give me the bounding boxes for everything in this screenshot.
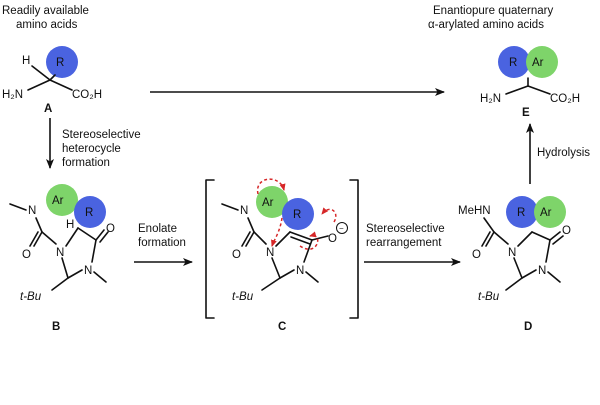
negative-charge (336, 222, 348, 234)
r-group-circle-e (498, 46, 530, 78)
co2h-label-a: CO₂H (72, 89, 102, 101)
caption-step2-line1: Enolate (138, 223, 177, 235)
ar-label-e: Ar (532, 57, 544, 69)
n2-c: N (296, 265, 304, 277)
negative-charge-sign: − (339, 224, 344, 233)
compound-label-b: B (52, 321, 60, 333)
n2-d: N (538, 265, 546, 277)
ar-label-d: Ar (540, 207, 552, 219)
n2-b: N (84, 265, 92, 277)
compound-label-a: A (44, 103, 52, 115)
ar-label-c: Ar (262, 197, 274, 209)
tbu-label-b: t-Bu (20, 291, 42, 303)
compound-e: R Ar H₂N CO₂H E (480, 46, 580, 119)
o-carbonyl-d: O (562, 225, 571, 237)
n-methyl-c: N (240, 205, 248, 217)
n1-d: N (508, 247, 516, 259)
r-label-d: R (517, 207, 525, 219)
ar-group-circle-e (526, 46, 558, 78)
h2n-label-a: H₂N (2, 89, 23, 101)
o-urea-b: O (22, 249, 31, 261)
caption-product-line1: Enantiopure quaternary (433, 5, 553, 17)
o-urea-d: O (472, 249, 481, 261)
r-label-c: R (293, 209, 301, 221)
o-enolate-c: O (328, 233, 337, 245)
compound-d: R Ar MeHN O N O N t-Bu D (458, 196, 571, 333)
o-urea-c: O (232, 249, 241, 261)
n1-b: N (56, 247, 64, 259)
n-methyl-b: N (28, 205, 36, 217)
tbu-label-c: t-Bu (232, 291, 254, 303)
compound-c: Ar R N O N O − N t-Bu C (221, 178, 348, 333)
compound-label-e: E (522, 107, 530, 119)
curly-arrow-4 (321, 207, 337, 223)
r-group-circle-d (506, 196, 538, 228)
h-label-a: H (22, 55, 30, 67)
o-carbonyl-b: O (106, 223, 115, 235)
caption-step3-line1: Stereoselective (366, 223, 445, 235)
tbu-label-d: t-Bu (478, 291, 500, 303)
r-group-circle-a (46, 46, 78, 78)
h2n-label-e: H₂N (480, 93, 501, 105)
caption-step3-line2: rearrangement (366, 237, 442, 249)
compound-b: Ar R N O N H O N t-Bu B (9, 184, 115, 333)
bracket-right (349, 179, 359, 319)
caption-product-line2: α-arylated amino acids (428, 19, 544, 31)
bracket-left (205, 179, 215, 319)
ar-group-circle-b (46, 184, 78, 216)
caption-step4: Hydrolysis (537, 147, 590, 159)
r-group-circle-b (74, 196, 106, 228)
caption-start-line1: Readily available (2, 5, 89, 17)
compound-label-c: C (278, 321, 286, 333)
r-group-circle-c (282, 198, 314, 230)
curly-arrow-2 (271, 217, 283, 247)
mehn-label-d: MeHN (458, 205, 491, 217)
compound-a: R H H₂N CO₂H A (2, 46, 102, 115)
caption-step1-line2: heterocycle (62, 143, 121, 155)
n1-c: N (266, 247, 274, 259)
r-label-e: R (509, 57, 517, 69)
co2h-label-e: CO₂H (550, 93, 580, 105)
r-label-a: R (56, 57, 64, 69)
caption-step1-line1: Stereoselective (62, 129, 141, 141)
caption-start-line2: amino acids (16, 19, 78, 31)
h-label-b: H (66, 219, 74, 231)
caption-step2-line2: formation (138, 237, 186, 249)
ar-group-circle-c (256, 186, 288, 218)
caption-step1-line3: formation (62, 157, 110, 169)
ar-group-circle-d (534, 196, 566, 228)
r-label-b: R (85, 207, 93, 219)
compound-label-d: D (524, 321, 532, 333)
ar-label-b: Ar (52, 195, 64, 207)
